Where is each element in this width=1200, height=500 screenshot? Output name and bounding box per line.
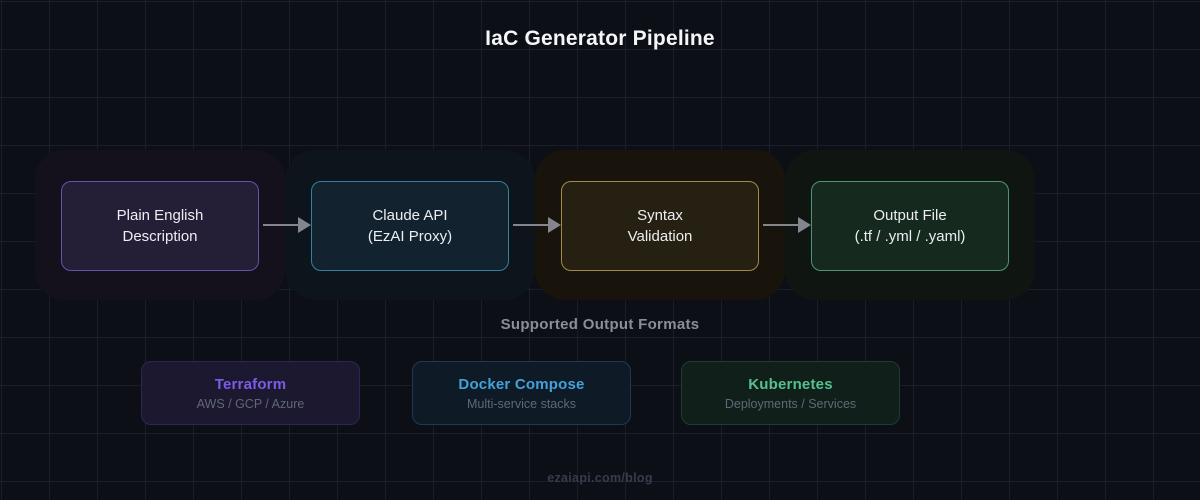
pipeline-step-syntax-validation: Syntax Validation [561, 181, 759, 271]
arrow-head [548, 217, 561, 233]
arrow-right-icon [511, 217, 561, 233]
step-label-line1: Output File [873, 207, 947, 224]
step-label-line2: Description [122, 228, 198, 245]
format-name: Docker Compose [458, 375, 585, 393]
step-label-line2: (EzAI Proxy) [367, 228, 453, 245]
format-name: Terraform [214, 375, 287, 393]
arrow-shaft [513, 224, 549, 226]
step-label-line1: Plain English [116, 207, 204, 224]
step-label-line2: Validation [627, 228, 693, 245]
arrow-right-icon [261, 217, 311, 233]
format-subtitle: Multi-service stacks [466, 396, 577, 411]
format-card-kubernetes: Kubernetes Deployments / Services [681, 361, 900, 425]
arrow-right-icon [761, 217, 811, 233]
step-label-line1: Claude API [372, 207, 448, 224]
step-label-line1: Syntax [637, 207, 683, 224]
format-card-docker-compose: Docker Compose Multi-service stacks [412, 361, 631, 425]
format-subtitle: AWS / GCP / Azure [196, 396, 305, 411]
format-card-terraform: Terraform AWS / GCP / Azure [141, 361, 360, 425]
arrow-head [798, 217, 811, 233]
arrow-shaft [763, 224, 799, 226]
arrow-head [298, 217, 311, 233]
step-label-line2: (.tf / .yml / .yaml) [854, 228, 966, 245]
section-heading-supported-output-formats: Supported Output Formats [500, 316, 700, 333]
format-name: Kubernetes [748, 375, 833, 393]
footer-url: ezaiapi.com/blog [547, 471, 653, 485]
pipeline-step-output-file: Output File (.tf / .yml / .yaml) [811, 181, 1009, 271]
pipeline-step-claude-api: Claude API (EzAI Proxy) [311, 181, 509, 271]
format-subtitle: Deployments / Services [724, 396, 857, 411]
page-title: IaC Generator Pipeline [485, 27, 715, 50]
pipeline-step-plain-english: Plain English Description [61, 181, 259, 271]
arrow-shaft [263, 224, 299, 226]
